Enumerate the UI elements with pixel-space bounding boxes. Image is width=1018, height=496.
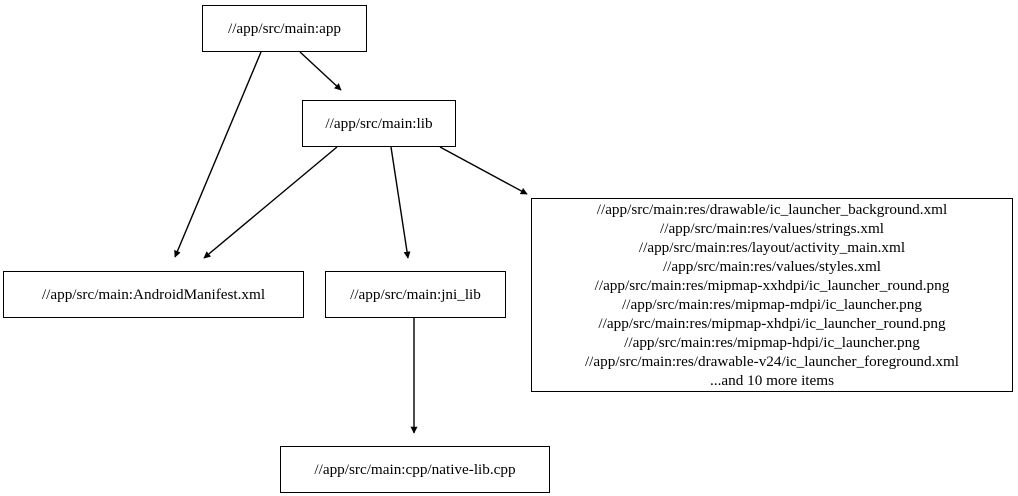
resource-line: //app/src/main:res/mipmap-hdpi/ic_launch… (624, 334, 920, 351)
resource-line: //app/src/main:res/mipmap-xhdpi/ic_launc… (598, 315, 946, 332)
node-native-lib-cpp-label: //app/src/main:cpp/native-lib.cpp (314, 460, 516, 478)
resource-line: //app/src/main:res/mipmap-mdpi/ic_launch… (622, 296, 922, 313)
resource-line: //app/src/main:res/layout/activity_main.… (638, 239, 906, 256)
node-resource-bundle-label: //app/src/main:res/drawable/ic_launcher_… (579, 200, 965, 390)
edge-app-to-lib (299, 51, 342, 91)
node-jni-lib[interactable]: //app/src/main:jni_lib (325, 271, 506, 318)
node-android-manifest[interactable]: //app/src/main:AndroidManifest.xml (3, 271, 304, 318)
resource-line: //app/src/main:res/values/strings.xml (660, 220, 884, 237)
edge-lib-to-jni (390, 146, 411, 259)
edge-lib-to-manifest (203, 146, 338, 259)
edge-lib-to-res (439, 146, 528, 195)
node-native-lib-cpp[interactable]: //app/src/main:cpp/native-lib.cpp (280, 446, 550, 493)
node-jni-lib-label: //app/src/main:jni_lib (350, 285, 481, 303)
node-lib-label: //app/src/main:lib (325, 114, 433, 132)
edge-app-to-manifest (174, 51, 262, 258)
node-android-manifest-label: //app/src/main:AndroidManifest.xml (41, 285, 266, 303)
resource-line: //app/src/main:res/values/styles.xml (662, 258, 882, 275)
resource-line: //app/src/main:res/drawable-v24/ic_launc… (584, 353, 960, 370)
node-resource-bundle[interactable]: //app/src/main:res/drawable/ic_launcher_… (531, 198, 1013, 392)
resource-line: //app/src/main:res/drawable/ic_launcher_… (596, 201, 948, 218)
node-app-label: //app/src/main:app (227, 19, 342, 37)
resource-line: //app/src/main:res/mipmap-xxhdpi/ic_laun… (594, 277, 950, 294)
resource-more-items: ...and 10 more items (709, 372, 834, 389)
node-app[interactable]: //app/src/main:app (202, 5, 367, 52)
node-lib[interactable]: //app/src/main:lib (302, 100, 456, 147)
